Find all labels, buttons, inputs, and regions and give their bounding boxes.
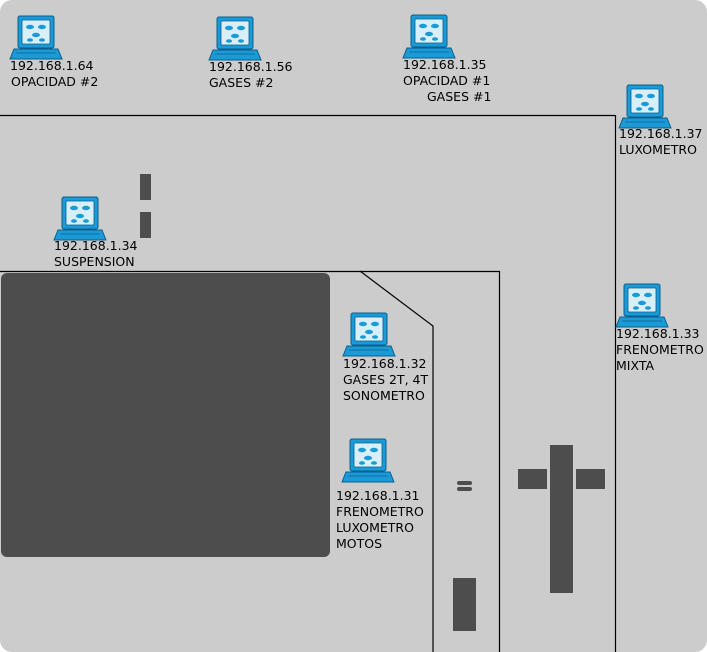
station-name-label: FRENOMETRO [616, 342, 704, 357]
station-ip-label: 192.168.1.35 [403, 57, 487, 72]
station-name-label: OPACIDAD #1 [403, 73, 491, 88]
station-ip-label: 192.168.1.31 [336, 488, 420, 503]
station-ip-label: 192.168.1.37 [619, 126, 703, 141]
cross-left-arm [518, 469, 547, 489]
computer-icon[interactable] [401, 14, 457, 60]
station-name-label: GASES #2 [209, 75, 274, 90]
station-name-label: LUXOMETRO [336, 520, 414, 535]
station-name-label: SONOMETRO [343, 388, 425, 403]
station-name-label: GASES #1 [427, 89, 492, 104]
station-name-label: MOTOS [336, 536, 383, 551]
computer-icon[interactable] [8, 15, 64, 61]
station-ip-label: 192.168.1.33 [616, 326, 700, 341]
station-name-label: MIXTA [616, 358, 655, 373]
station-name-label: FRENOMETRO [336, 504, 424, 519]
small-marker-lower [457, 487, 472, 491]
station-ip-label: 192.168.1.56 [209, 59, 293, 74]
station-name-label: OPACIDAD #2 [11, 74, 99, 89]
angled-lane-wall [359, 270, 434, 652]
computer-icon[interactable] [340, 438, 396, 484]
station-ip-label: 192.168.1.64 [10, 58, 94, 73]
main-building-block [1, 273, 330, 557]
station-name-label: GASES 2T, 4T [343, 372, 429, 387]
cross-right-arm [576, 469, 605, 489]
station-ip-label: 192.168.1.32 [343, 356, 427, 371]
computer-icon[interactable] [341, 312, 397, 358]
small-marker-upper [457, 481, 472, 485]
computer-icon[interactable] [207, 16, 263, 62]
computer-icon[interactable] [52, 196, 108, 242]
computer-icon[interactable] [614, 283, 670, 329]
station-name-label: LUXOMETRO [619, 142, 697, 157]
lane-block [453, 578, 476, 631]
bollard-top [140, 174, 151, 200]
station-ip-label: 192.168.1.34 [54, 238, 138, 253]
cross-vertical-bar [550, 445, 573, 593]
bollard-bottom [140, 212, 151, 238]
station-name-label: SUSPENSION [54, 254, 135, 269]
computer-icon[interactable] [617, 84, 673, 130]
